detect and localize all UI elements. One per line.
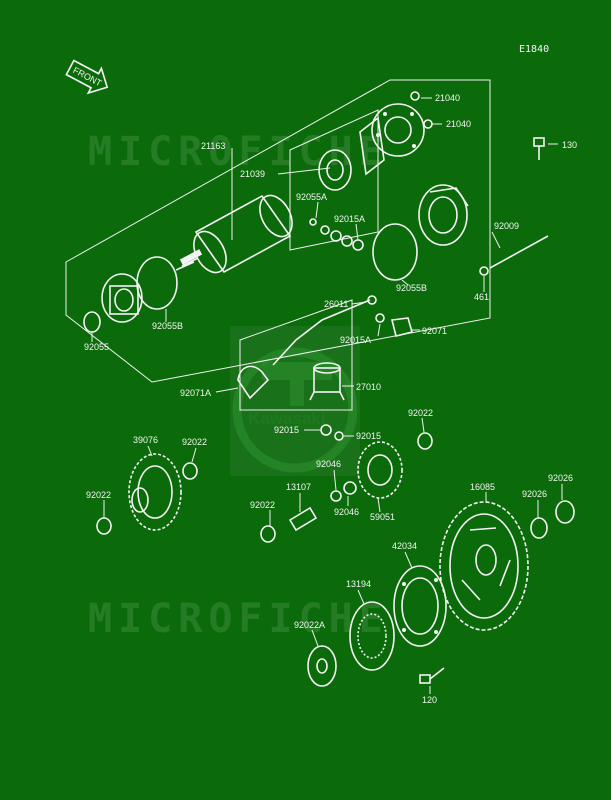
screw-130-top <box>533 137 545 160</box>
part-label: 92055B <box>396 283 427 293</box>
part-label: 42034 <box>392 541 417 551</box>
part-label: 92055 <box>84 342 109 352</box>
part-label: 16085 <box>470 482 495 492</box>
washer-461 <box>479 266 489 276</box>
part-label: 92022 <box>182 437 207 447</box>
o-ring-92055B-lower <box>136 256 178 310</box>
part-label: 21040 <box>446 119 471 129</box>
washer-92026-a <box>530 517 548 539</box>
part-label: 92055B <box>152 321 183 331</box>
part-labels: 21040 21040 130 21163 21039 92055A 92015… <box>84 93 577 705</box>
front-arrow-icon: FRONT <box>65 59 109 95</box>
starter-relay <box>309 362 345 401</box>
part-label: 27010 <box>356 382 381 392</box>
through-bolt <box>489 235 549 269</box>
part-label: 92022 <box>86 490 111 500</box>
part-label: 13107 <box>286 482 311 492</box>
relay-outline <box>239 299 353 411</box>
part-label: 21039 <box>240 169 265 179</box>
part-label: 92026 <box>522 489 547 499</box>
part-label: 92046 <box>316 459 341 469</box>
nut-92015A-lower <box>375 313 385 323</box>
end-cover <box>101 273 143 323</box>
part-label: 92009 <box>494 221 519 231</box>
part-label: 21163 <box>201 141 225 151</box>
washer-92022-mid <box>260 525 276 543</box>
washer-92022-left <box>96 517 112 535</box>
part-label: 21040 <box>435 93 460 103</box>
part-label: 92015A <box>340 335 371 345</box>
watermark-logo-ring <box>232 347 358 473</box>
part-label: 92015 <box>274 425 299 435</box>
idle-gear-39076 <box>128 453 182 531</box>
part-label: 92022A <box>294 620 325 630</box>
watermark-text-top: MICROFICHE <box>88 129 389 175</box>
washer-92022A <box>307 645 337 687</box>
nut-92015-b <box>334 431 344 441</box>
part-label: 26011 <box>324 299 348 309</box>
bushings-92046 <box>330 481 357 502</box>
watermark-logo-text: Kawasaki <box>248 409 326 428</box>
one-way-clutch-13194 <box>349 601 395 671</box>
washer-92026-b <box>555 500 575 524</box>
brush-holder <box>318 149 352 191</box>
starter-motor <box>175 194 293 274</box>
o-ring-92055B-upper <box>372 223 418 281</box>
o-ring-92055 <box>83 311 101 333</box>
leader-lines <box>91 97 563 694</box>
part-label: 39076 <box>133 435 158 445</box>
part-label: 120 <box>422 695 437 705</box>
starter-clutch-42034 <box>393 565 447 647</box>
part-label: 461 <box>474 292 489 302</box>
part-label: 13194 <box>346 579 371 589</box>
cap-92071A <box>237 365 270 400</box>
part-label: 92015 <box>356 431 381 441</box>
reduction-gear-59051 <box>357 441 403 499</box>
washer-92022-left2 <box>182 462 198 480</box>
part-label: 92022 <box>250 500 275 510</box>
shaft-13107 <box>288 506 318 532</box>
part-label: 92055A <box>296 192 327 202</box>
starter-sprocket-16085 <box>439 501 529 631</box>
subassembly-outline <box>289 109 379 251</box>
assembly-outline <box>65 79 491 383</box>
part-label: 92015A <box>334 214 365 224</box>
part-label: 92046 <box>334 507 359 517</box>
part-label: 59051 <box>370 512 395 522</box>
nut-92015-a <box>320 424 332 436</box>
watermark-text-bottom: MICROFICHE <box>88 596 389 642</box>
brush-plate <box>359 91 433 176</box>
part-label: 92071 <box>422 326 447 336</box>
bolt-120 <box>419 667 445 684</box>
part-label: 130 <box>562 140 577 150</box>
starter-cable <box>272 299 371 366</box>
part-label: 92071A <box>180 388 211 398</box>
figure-code: E1840 <box>519 44 549 55</box>
front-cover <box>418 184 469 246</box>
part-label: 92026 <box>548 473 573 483</box>
washer-92022-top <box>417 432 433 450</box>
part-label: 92022 <box>408 408 433 418</box>
cap-92071 <box>391 317 413 337</box>
